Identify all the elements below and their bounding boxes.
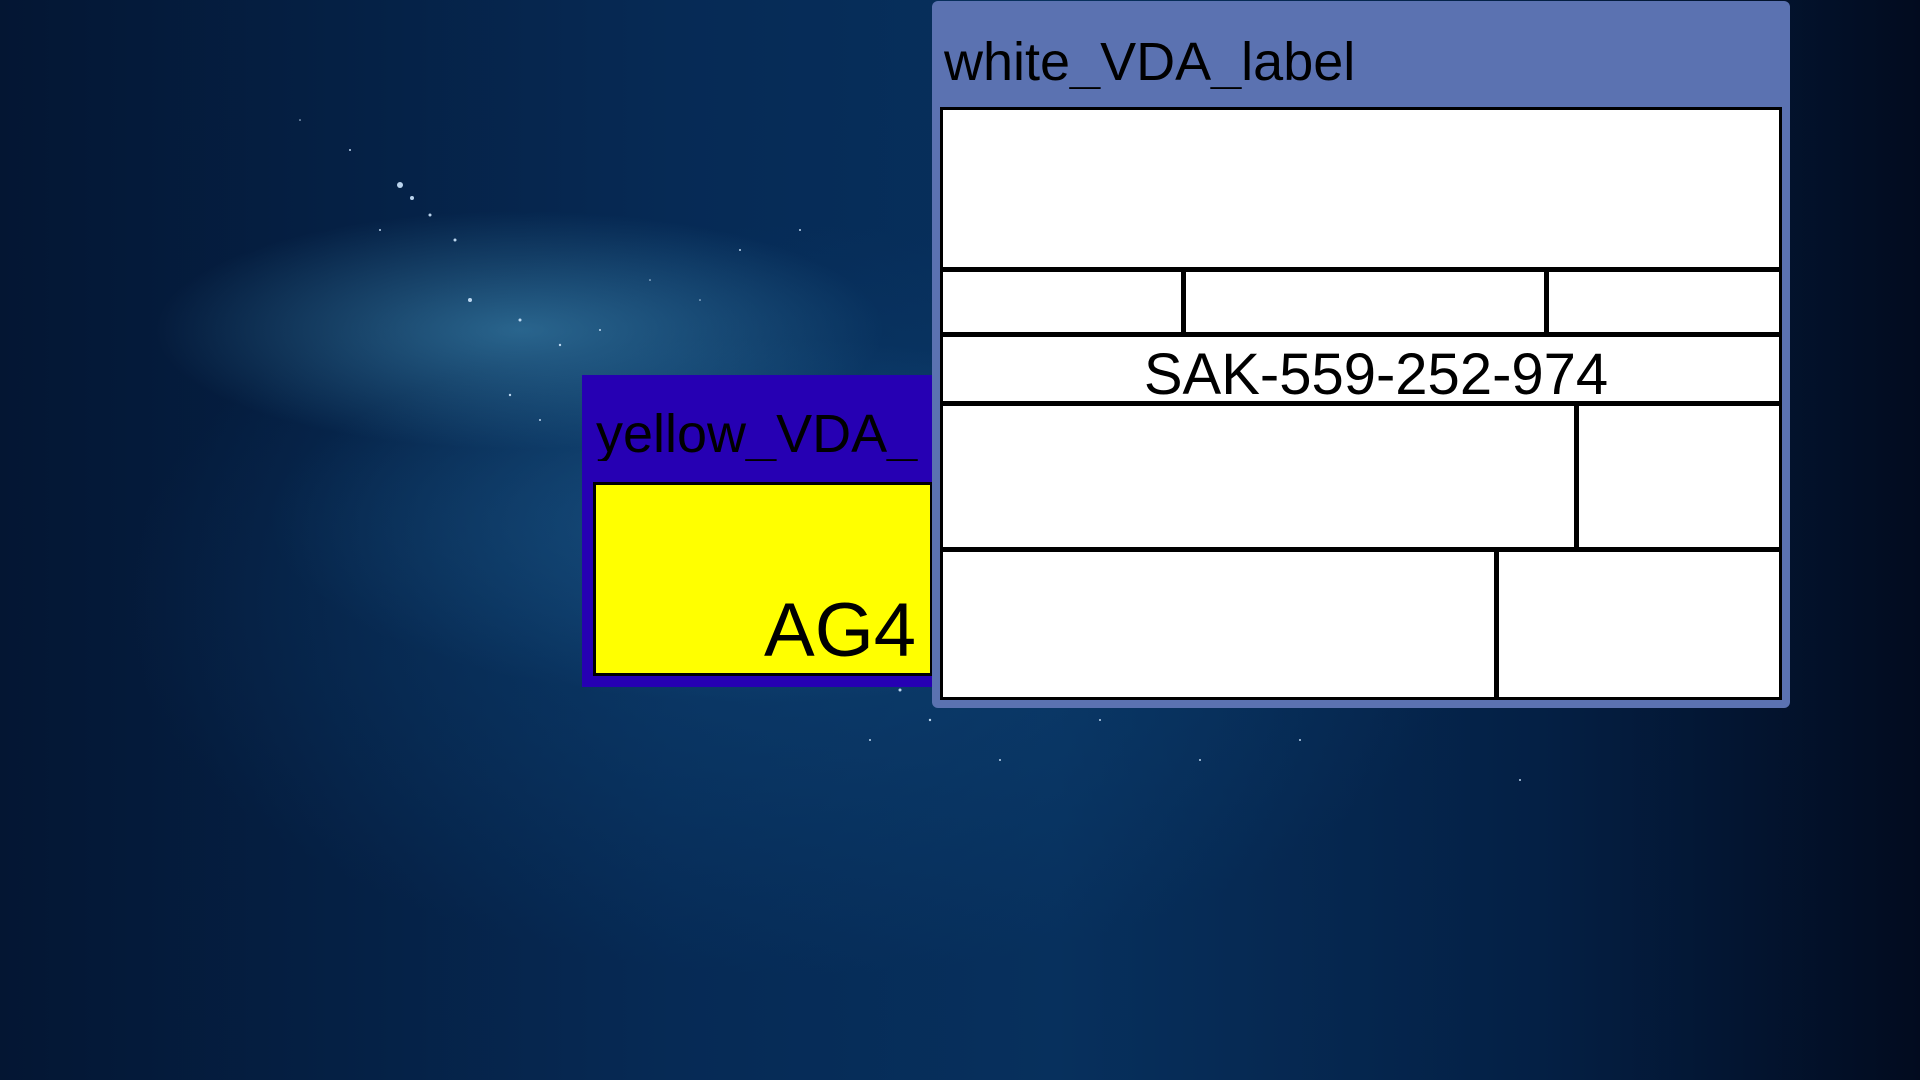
label-code: SAK-559-252-974 (1143, 342, 1609, 407)
divider-line (943, 332, 1779, 337)
window-title: white_VDA_label (944, 35, 1356, 89)
yellow-vda-window[interactable]: yellow_VDA_ AG4 (582, 375, 942, 687)
divider-line (943, 267, 1779, 272)
white-vda-window[interactable]: white_VDA_label SAK-559-252-974 (932, 1, 1790, 708)
divider-line (943, 547, 1779, 552)
white-label-panel: SAK-559-252-974 (940, 107, 1782, 700)
divider-line (943, 401, 1779, 406)
label-code: AG4 (764, 588, 917, 673)
yellow-label-panel: AG4 (593, 482, 933, 676)
divider-line (1544, 270, 1549, 332)
divider-line (1494, 550, 1499, 697)
divider-line (1181, 270, 1186, 332)
divider-line (1574, 404, 1579, 547)
window-title: yellow_VDA_ (596, 407, 918, 461)
